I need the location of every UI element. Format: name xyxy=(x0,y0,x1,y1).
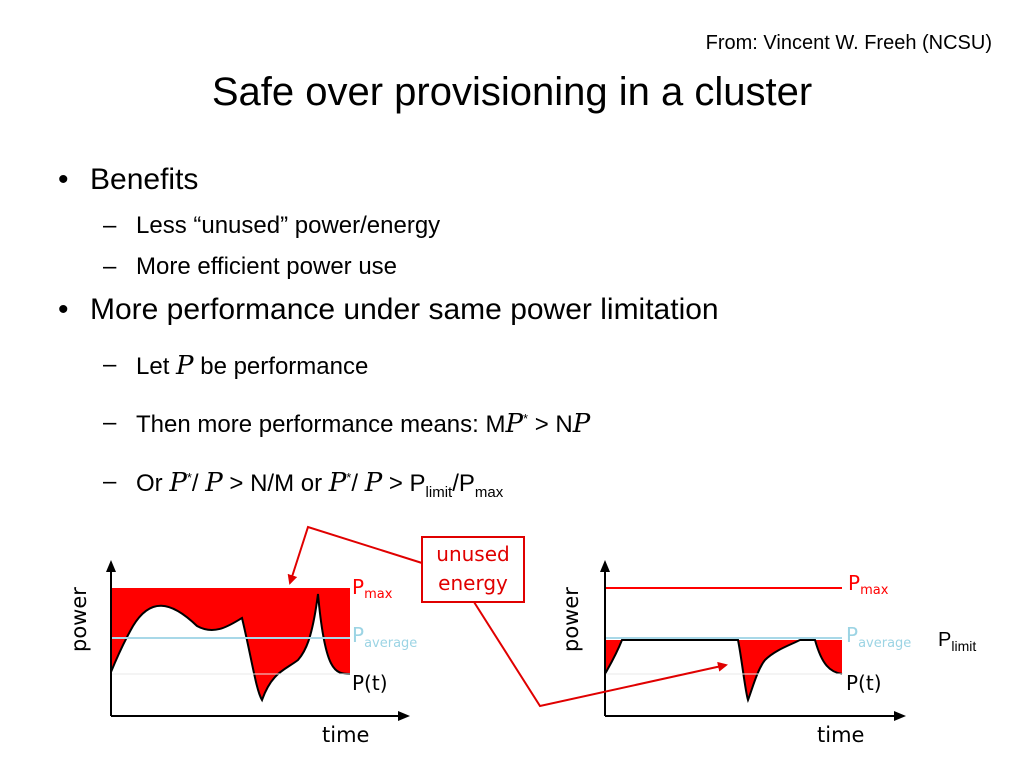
right-xlabel: time xyxy=(817,723,864,747)
right-pmax-label: Pmax xyxy=(848,571,889,598)
bullet-dot: • xyxy=(58,293,69,326)
left-y-axis-arrow xyxy=(106,560,116,572)
performance-symbol: P xyxy=(364,468,383,498)
right-ylabel: power xyxy=(559,587,583,652)
performance-symbol: P xyxy=(505,409,523,439)
bullet-dot: • xyxy=(58,163,69,196)
left-xlabel: time xyxy=(322,723,369,747)
left-pmax-label: Pmax xyxy=(352,575,393,602)
dash: – xyxy=(103,351,117,378)
sub-bullet-text: Let P be performance xyxy=(136,351,369,381)
callout-box xyxy=(421,536,525,603)
unused-energy-callout: unused energy xyxy=(287,525,728,708)
right-plimit-label: Plimit xyxy=(938,629,976,654)
left-paverage-label: Paverage xyxy=(352,623,417,651)
left-ylabel: power xyxy=(67,587,91,652)
dash: – xyxy=(103,212,117,239)
performance-symbol: P xyxy=(572,409,591,439)
performance-symbol: P xyxy=(169,468,187,498)
sub-bullet-text: Less “unused” power/energy xyxy=(136,212,441,239)
callout-line-1: unused xyxy=(436,542,509,566)
left-unused-energy-area xyxy=(111,588,350,700)
left-power-curve xyxy=(110,593,351,703)
right-pt-label: P(t) xyxy=(846,671,882,695)
bullet-text: Benefits xyxy=(90,163,199,196)
right-paverage-label: Paverage xyxy=(846,623,911,651)
callout-arrow-left xyxy=(287,525,423,585)
left-pt-label: P(t) xyxy=(352,671,388,695)
performance-symbol: P xyxy=(328,468,347,498)
right-unused-energy-area-3 xyxy=(815,640,842,674)
slide-title: Safe over provisioning in a cluster xyxy=(211,70,813,114)
right-unused-energy-area-2 xyxy=(738,640,800,700)
callout-line-2: energy xyxy=(438,571,508,595)
dash: – xyxy=(103,409,117,436)
sub-bullet-text: More efficient power use xyxy=(136,253,398,280)
dash: – xyxy=(103,468,117,495)
credit-text: From: Vincent W. Freeh (NCSU) xyxy=(705,32,992,54)
left-plot: power time Pmax Paverage P(t) xyxy=(67,560,417,747)
right-y-axis-arrow xyxy=(600,560,610,572)
performance-symbol: P xyxy=(176,351,194,381)
bullet-text: More performance under same power limita… xyxy=(90,293,719,326)
right-x-axis-arrow xyxy=(894,711,906,721)
sub-bullet-text: Then more performance means: MP* > NP xyxy=(136,409,591,439)
dash: – xyxy=(103,253,117,280)
left-x-axis-arrow xyxy=(398,711,410,721)
callout-arrow-right xyxy=(473,601,728,708)
sub-bullet-text: Or P*/ P > N/M or P*/ P > Plimit/Pmax xyxy=(136,468,504,501)
right-power-curve xyxy=(604,639,843,704)
performance-symbol: P xyxy=(205,468,223,498)
right-plot: power time Pmax Paverage Plimit P(t) xyxy=(559,560,976,747)
